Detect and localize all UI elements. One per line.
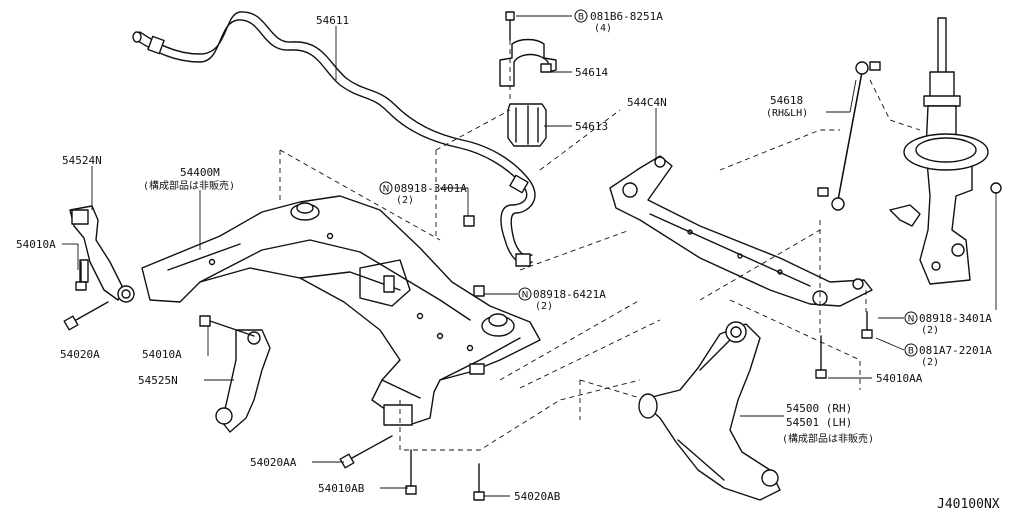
nut-marker-08918-3401a-top: N — [379, 181, 393, 195]
label-54500-note: (構成部品は非販売) — [782, 432, 874, 445]
bolt-54010ab — [405, 449, 417, 495]
stabilizer-link-part — [817, 61, 881, 211]
bolt-54020aa — [339, 435, 393, 469]
label-08918-3401a-top: 08918-3401A — [394, 182, 467, 195]
bolt-marker-081a7: B — [904, 343, 918, 357]
front-strut-part — [889, 17, 1002, 285]
label-54618-side: (RH&LH) — [766, 108, 808, 119]
label-54618: 54618 — [770, 94, 803, 107]
compression-rod-part — [69, 205, 135, 303]
bolt-54010a-left — [75, 261, 87, 291]
label-54613: 54613 — [575, 120, 608, 133]
crossmember-reinforcement-part — [609, 155, 873, 307]
label-081a7-2201a: 081A7-2201A — [919, 344, 992, 357]
svg-text:N: N — [383, 185, 390, 195]
stabilizer-bar-part — [132, 11, 536, 267]
label-54400m: 54400M — [180, 166, 220, 179]
label-081b6-qty: (4) — [594, 23, 612, 34]
label-54614: 54614 — [575, 66, 608, 79]
stabilizer-bushing-part — [507, 103, 547, 147]
label-081b6-8251a: 081B6-8251A — [590, 10, 663, 23]
bolt-54020ab — [473, 463, 485, 501]
label-54501-lh: 54501 (LH) — [786, 416, 852, 429]
label-54611: 54611 — [316, 14, 349, 27]
nut-marker-08918-3401a-right: N — [904, 311, 918, 325]
nut-08918-6421a — [473, 285, 485, 297]
bolt-081a7 — [861, 311, 873, 339]
label-54010ab: 54010AB — [318, 482, 365, 495]
front-crossmember-part — [141, 195, 541, 426]
label-08918-6421a: 08918-6421A — [533, 288, 606, 301]
svg-text:B: B — [578, 13, 584, 23]
nut-08918-3401a-top — [463, 215, 475, 227]
label-08918-3401a-top-qty: (2) — [396, 195, 414, 206]
svg-text:B: B — [908, 347, 914, 357]
transverse-link-part — [199, 315, 271, 433]
label-544c4n: 544C4N — [627, 96, 667, 109]
label-54020ab: 54020AB — [514, 490, 561, 503]
bolt-marker-081b6: B — [574, 9, 588, 23]
label-08918-6421a-qty: (2) — [535, 301, 553, 312]
label-54524n: 54524N — [62, 154, 102, 167]
nut-marker-08918-6421a: N — [518, 287, 532, 301]
label-54010a-left: 54010A — [16, 238, 56, 251]
bolt-54020a — [63, 301, 109, 331]
svg-text:N: N — [522, 291, 529, 301]
svg-text:N: N — [908, 315, 915, 325]
reference-dashed-lines — [279, 40, 921, 451]
label-081a7-qty: (2) — [921, 357, 939, 368]
label-54020a: 54020A — [60, 348, 100, 361]
leader-lines — [62, 15, 997, 497]
label-54525n: 54525N — [138, 374, 178, 387]
label-54010aa: 54010AA — [876, 372, 923, 385]
label-08918-3401a-right: 08918-3401A — [919, 312, 992, 325]
lower-control-arm-part — [638, 321, 781, 501]
label-54020aa: 54020AA — [250, 456, 297, 469]
label-54500-rh: 54500 (RH) — [786, 402, 852, 415]
stabilizer-clamp-part — [499, 11, 557, 87]
diagram-code: J40100NX — [937, 497, 1000, 512]
label-54010a-mid: 54010A — [142, 348, 182, 361]
label-54400m-note: (構成部品は非販売) — [143, 179, 235, 192]
label-08918-3401a-right-qty: (2) — [921, 325, 939, 336]
